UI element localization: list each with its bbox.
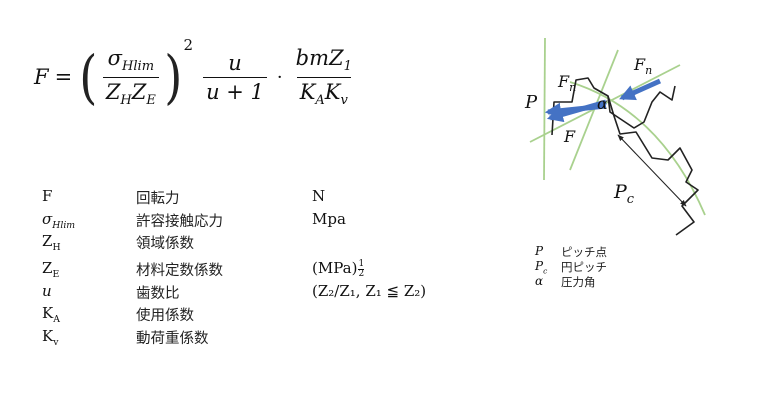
rotational-force-arrow: [544, 102, 607, 119]
bmz-symbol: bmZ: [295, 46, 344, 71]
formula-equals: =: [54, 65, 73, 89]
normal-force-label-left: Fn: [557, 72, 576, 94]
ratio-denominator: u + 1: [203, 76, 267, 104]
geometry-fraction: bmZ1 KAKv: [293, 46, 355, 107]
pitch-circle-arc: [569, 81, 706, 216]
legend-symbol: Pc: [535, 259, 548, 276]
symbol-cell: Kv: [42, 327, 58, 348]
symbol-main: Z: [42, 232, 53, 250]
formula-exponent: 2: [183, 36, 194, 54]
circular-pitch-arrow: [617, 134, 687, 207]
symbol-unit: (MPa): [312, 258, 358, 277]
zh-subscript: H: [120, 92, 132, 108]
stress-denominator: ZHZE: [102, 76, 159, 108]
symbol-name: 許容接触応力: [136, 213, 223, 230]
ratio-numerator: u: [228, 50, 242, 75]
vertical-reference-line: [543, 37, 546, 181]
lower-gear-profile: [607, 95, 699, 236]
right-paren: ): [164, 43, 183, 111]
geometry-numerator: bmZ1: [293, 46, 355, 76]
sigma-subscript: Hlim: [122, 59, 155, 75]
symbol-subscript: Hlim: [52, 219, 76, 231]
upper-gear-profile: [551, 77, 676, 136]
symbol-unit: (Z₂/Z₁, Z₁ ≦ Z₂): [312, 281, 427, 300]
tangent-line: [569, 49, 619, 171]
symbol-subscript: E: [52, 268, 60, 280]
kv-subscript: v: [340, 92, 348, 108]
legend-text: 円ピッチ: [561, 260, 607, 274]
symbol-name: 歯数比: [136, 285, 180, 302]
pressure-angle-label: α: [597, 94, 608, 113]
stress-numerator: σHlim: [105, 46, 157, 76]
symbol-name: 回転力: [136, 191, 180, 207]
legend-text: 圧力角: [561, 275, 596, 289]
symbol-main: Z: [42, 258, 53, 277]
bmz-subscript: 1: [343, 59, 352, 75]
circular-pitch-label: Pc: [613, 181, 635, 207]
symbol-main: K: [42, 304, 54, 322]
symbol-subscript: v: [53, 336, 59, 348]
kv-symbol: K: [324, 79, 341, 104]
symbol-main: F: [42, 187, 53, 205]
legend-symbol: α: [535, 274, 544, 288]
symbol-cell: ZH: [42, 232, 61, 253]
symbol-cell: F: [42, 187, 52, 205]
pitch-point-label: P: [524, 92, 538, 113]
legend-symbol: P: [535, 244, 544, 258]
symbol-cell: σHlim: [42, 210, 75, 231]
formula-lhs: F: [34, 65, 49, 89]
symbol-unit: N: [312, 187, 326, 205]
sigma-symbol: σ: [107, 46, 123, 71]
normal-force-arrow-right: [619, 78, 662, 101]
formula-dot: ·: [276, 66, 283, 88]
left-paren: (: [79, 43, 98, 111]
zh-symbol: Z: [105, 79, 121, 104]
symbol-name: 材料定数係数: [136, 262, 223, 279]
symbol-subscript: A: [53, 314, 60, 325]
ka-symbol: K: [299, 79, 316, 104]
symbol-name: 動荷重係数: [136, 330, 209, 347]
ze-subscript: E: [146, 92, 156, 108]
ze-symbol: Z: [131, 79, 147, 104]
stress-fraction: σHlim ZHZE: [102, 46, 159, 108]
symbol-cell: KA: [42, 304, 60, 325]
symbol-cell: ZE: [42, 259, 59, 280]
geometry-denominator: KAKv: [296, 76, 351, 108]
formula: F = ( σHlim ZHZE ) 2 u u + 1 · bmZ1 KAKv: [34, 22, 359, 132]
gear-contact-diagram: P Fn Fn α F Pc: [524, 37, 706, 236]
rotational-force-label: F: [563, 127, 576, 146]
symbol-main: u: [42, 281, 52, 300]
symbol-name: 領域係数: [136, 236, 194, 252]
exponent-denominator: 2: [358, 268, 365, 279]
symbol-main: K: [42, 326, 54, 345]
symbol-name: 使用係数: [136, 308, 194, 324]
ka-subscript: A: [315, 92, 325, 108]
symbol-main: σ: [42, 209, 53, 228]
exponent-numerator: 1: [358, 258, 365, 270]
normal-force-label-right: Fn: [633, 55, 652, 77]
ratio-fraction: u u + 1: [203, 51, 267, 104]
symbol-subscript: H: [52, 242, 61, 253]
symbol-cell: u: [42, 282, 52, 300]
legend-text: ピッチ点: [561, 245, 607, 259]
symbol-unit: Mpa: [312, 209, 346, 228]
